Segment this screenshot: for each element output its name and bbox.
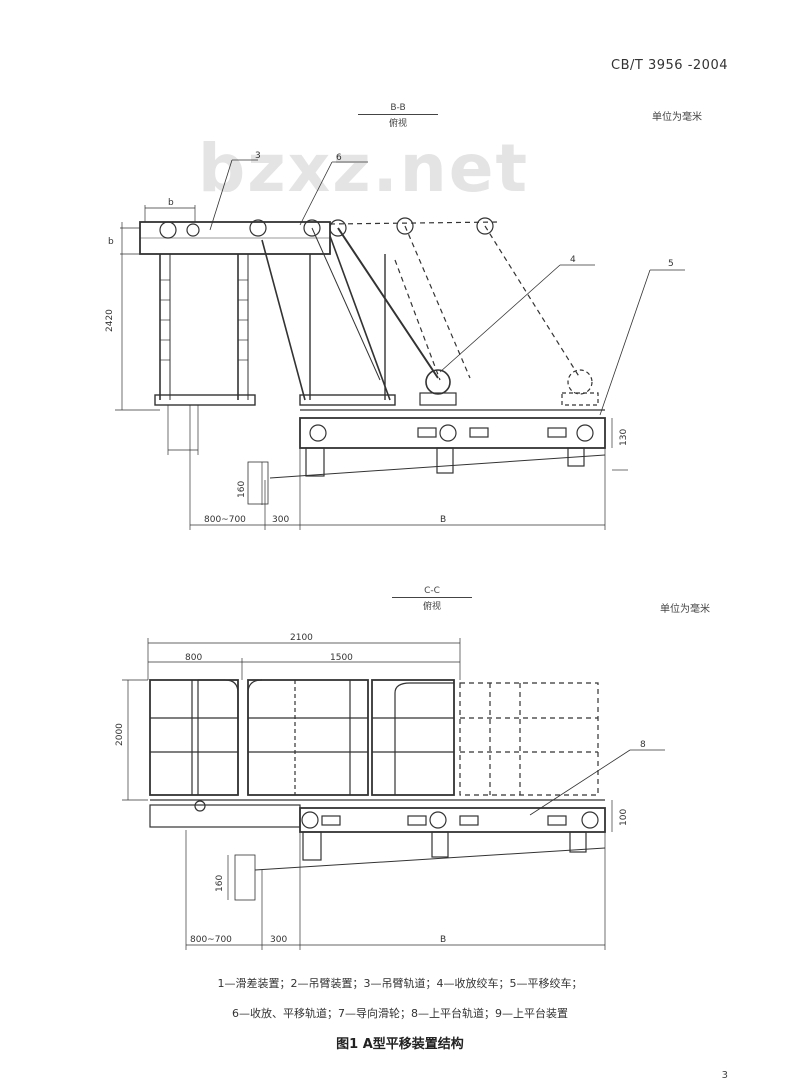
dim-height-bottom: 2000 (115, 723, 125, 746)
dim-100-bottom: 100 (619, 809, 629, 826)
section-view-top: 俯视 (358, 114, 438, 129)
figure-caption: 图1 A型平移装置结构 (336, 1037, 464, 1052)
callout-6: 6 (336, 153, 342, 163)
dim-total-bottom: 2100 (290, 633, 313, 643)
watermark: bzxz.net (198, 130, 530, 207)
dim-height-top: 2420 (105, 309, 115, 332)
dim-range-bottom: 800~700 (190, 935, 232, 945)
page-number: 3 (721, 1070, 728, 1081)
legend-line-1: 1—滑差装置；2—吊臂装置；3—吊臂轨道；4—收放绞车；5—平移绞车； (217, 977, 583, 990)
callout-4: 4 (570, 255, 576, 265)
dim-B-top: B (440, 515, 446, 525)
dim-b-side: b (108, 237, 114, 247)
dim-300-top: 300 (272, 515, 289, 525)
callout-3: 3 (255, 151, 261, 161)
dim-300-bottom: 300 (270, 935, 287, 945)
section-id-top: B-B (390, 103, 406, 113)
legend-line-2: 6—收放、平移轨道；7—导向滑轮；8—上平台轨道；9—上平台装置 (232, 1007, 568, 1020)
unit-note-top: 单位为毫米 (652, 112, 702, 123)
top-drawing (115, 159, 685, 530)
section-label-bottom: C-C 俯视 (392, 586, 472, 612)
section-view-bottom: 俯视 (392, 597, 472, 612)
dim-130-top: 130 (619, 429, 629, 446)
dim-b-top: b (168, 198, 174, 208)
dim-1500-bottom: 1500 (330, 653, 353, 663)
section-id-bottom: C-C (424, 586, 440, 596)
callout-5: 5 (668, 259, 674, 269)
dim-B-bottom: B (440, 935, 446, 945)
dim-800-bottom: 800 (185, 653, 202, 663)
standard-number: CB/T 3956 -2004 (611, 58, 728, 73)
callout-8: 8 (640, 740, 646, 750)
bottom-drawing (122, 638, 665, 950)
dim-range-top: 800~700 (204, 515, 246, 525)
dim-160-bottom: 160 (215, 875, 225, 892)
section-label-top: B-B 俯视 (358, 103, 438, 129)
dim-160-top: 160 (237, 481, 247, 498)
unit-note-bottom: 单位为毫米 (660, 604, 710, 615)
